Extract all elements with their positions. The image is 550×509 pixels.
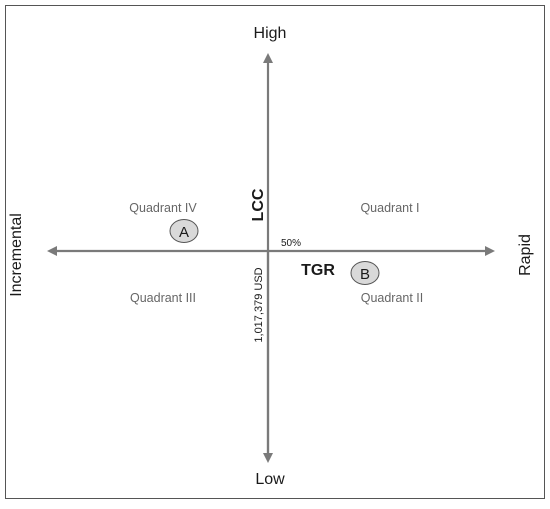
axis-label-low: Low bbox=[255, 471, 285, 488]
horizontal-threshold-label: 50% bbox=[281, 238, 301, 249]
axis-label-rapid: Rapid bbox=[517, 234, 534, 276]
marker-b-circle bbox=[350, 261, 380, 285]
marker-a-circle bbox=[169, 219, 199, 243]
marker-b-label: B bbox=[360, 266, 370, 283]
axis-label-incremental: Incremental bbox=[8, 213, 25, 297]
vertical-threshold-label: 1,017,379 USD bbox=[253, 267, 265, 342]
quadrant-4-label: Quadrant IV bbox=[129, 201, 197, 215]
marker-a-label: A bbox=[179, 224, 189, 241]
horizontal-axis-name: TGR bbox=[301, 262, 335, 279]
vertical-axis-name: LCC bbox=[250, 188, 267, 221]
quadrant-1-label: Quadrant I bbox=[360, 201, 419, 215]
quadrant-3-label: Quadrant III bbox=[130, 291, 196, 305]
diagram-frame bbox=[5, 5, 545, 499]
quadrant-2-label: Quadrant II bbox=[361, 291, 424, 305]
axis-label-high: High bbox=[254, 25, 287, 42]
